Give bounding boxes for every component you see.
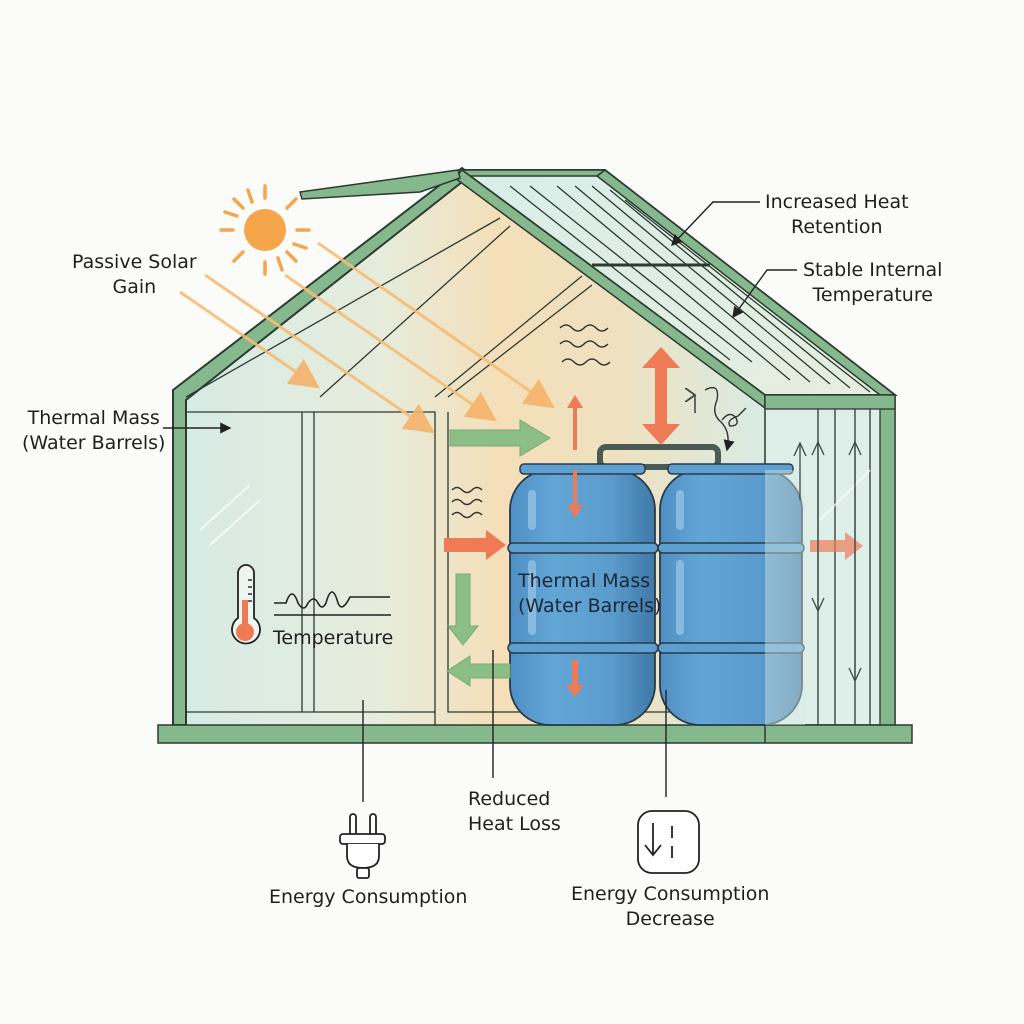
label-line: Reduced: [468, 788, 551, 810]
label-line: Stable Internal: [803, 259, 943, 281]
label-stable-internal-temperature: Stable Internal Temperature: [803, 258, 942, 308]
steam-icon: [695, 386, 747, 452]
heat-out-arrow: [810, 532, 863, 560]
label-line: (Water Barrels): [22, 432, 166, 454]
heat-exchange-double-arrow: [642, 347, 680, 445]
temperature-graph: [274, 591, 391, 616]
heat-down-arrow: [567, 470, 583, 518]
label-line: Thermal Mass: [518, 570, 651, 592]
label-line: (Water Barrels): [518, 595, 662, 617]
label-line: Temperature: [812, 284, 933, 306]
heat-up-arrow: [567, 395, 583, 450]
wavy-lines-icon: [559, 324, 611, 366]
label-line: Thermal Mass: [27, 407, 160, 429]
solar-rays: [179, 241, 555, 434]
wavy-lines-icon: [451, 486, 483, 519]
heat-down-arrow: [566, 660, 584, 697]
plug-icon: [339, 813, 386, 879]
airflow-arrows: [446, 419, 551, 687]
label-line: Passive Solar: [72, 251, 197, 273]
solar-ray: [179, 290, 320, 389]
airflow-left-arrow: [446, 655, 511, 687]
down-arrow-box-icon: [637, 810, 700, 874]
label-passive-solar-gain: Passive Solar Gain: [72, 250, 197, 300]
heat-arrows: [444, 347, 863, 697]
label-thermal-mass-left: Thermal Mass (Water Barrels): [22, 406, 165, 456]
solar-ray: [284, 273, 497, 422]
greenhouse-base: [157, 724, 913, 744]
label-increased-heat-retention: Increased Heat Retention: [765, 190, 909, 240]
solar-ray: [317, 241, 555, 409]
heat-into-barrel-arrow: [444, 530, 506, 560]
convection-arrows: [793, 440, 862, 683]
label-energy-consumption-decrease: Energy Consumption Decrease: [571, 882, 769, 932]
airflow-right-arrow: [449, 419, 551, 457]
label-reduced-heat-loss: Reduced Heat Loss: [468, 787, 561, 837]
label-line: Gain: [112, 276, 157, 298]
water-barrels: [507, 444, 805, 726]
sun-icon: [219, 184, 311, 276]
label-thermal-mass-barrels: Thermal Mass (Water Barrels): [518, 569, 661, 619]
airflow-down-arrow: [446, 573, 480, 646]
label-line: Retention: [790, 216, 883, 238]
label-line: Heat Loss: [468, 813, 561, 835]
label-temperature: Temperature: [273, 627, 394, 649]
label-line: Decrease: [625, 908, 715, 930]
greenhouse-body: [157, 166, 913, 744]
solar-ray: [204, 273, 435, 434]
label-line: Increased Heat: [765, 191, 909, 213]
barrel: [657, 463, 805, 726]
barrel: [507, 463, 659, 726]
thermometer-icon: [231, 564, 261, 645]
label-line: Energy Consumption: [571, 883, 770, 905]
label-energy-consumption: Energy Consumption: [269, 886, 468, 908]
callout-lines: [163, 201, 797, 802]
roof-vent-flap: [299, 169, 461, 200]
